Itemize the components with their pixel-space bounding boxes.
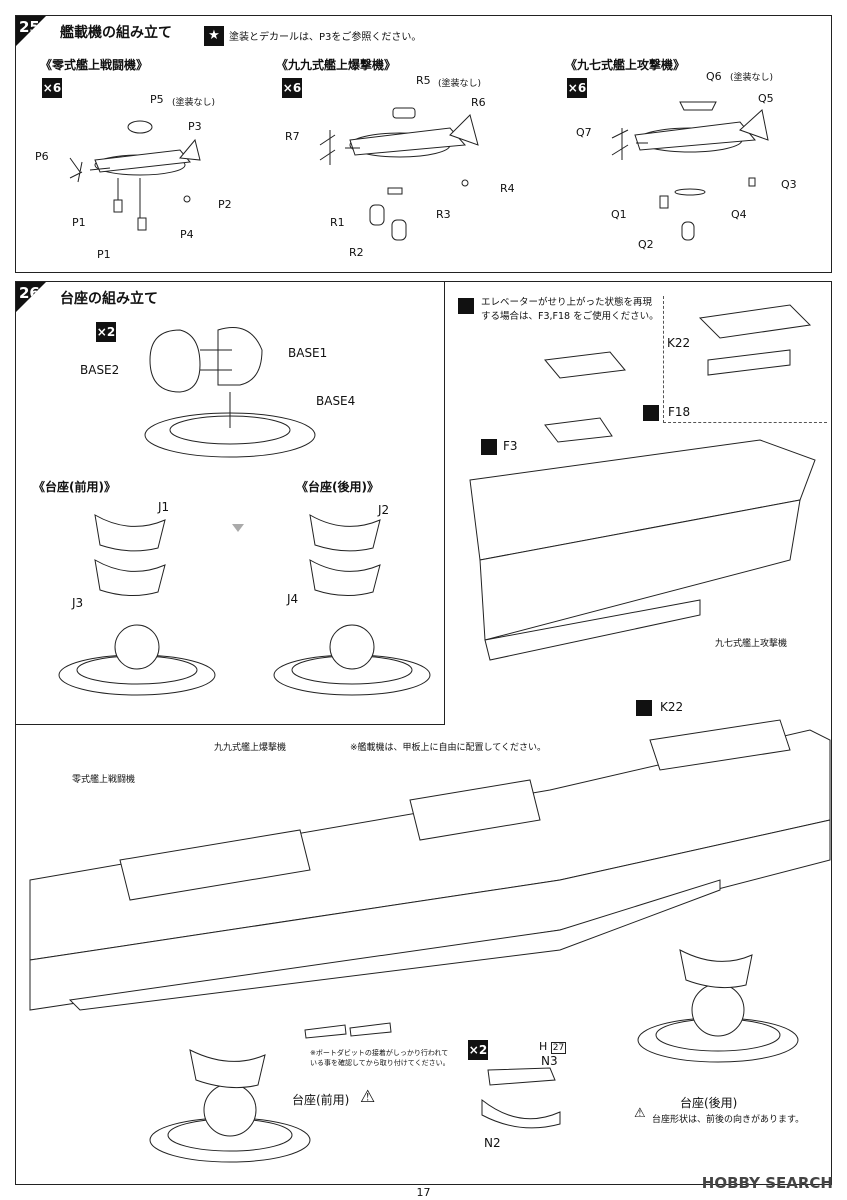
rear-base-note: 台座形状は、前後の向きがあります。: [652, 1115, 805, 1125]
label-p4: P4: [180, 228, 194, 241]
label-base1: BASE1: [288, 346, 328, 360]
label-q4: Q4: [731, 208, 747, 221]
group1-title: 《零式艦上戦闘機》: [40, 58, 149, 72]
step25-title: 艦載機の組み立て: [60, 25, 172, 41]
step25-panel: 25 艦載機の組み立て ★ 塗装とデカールは、P3をご参照ください。: [15, 15, 832, 273]
group1-qty: ×6: [42, 78, 62, 98]
label-h-box: 27: [550, 1042, 567, 1054]
k22-lower-icon: [636, 700, 652, 716]
label-h-letter: H: [539, 1040, 548, 1053]
label-r5-note: (塗装なし): [438, 79, 482, 89]
label-r5: R5: [416, 74, 431, 87]
placement-note: ※艦載機は、甲板上に自由に配置してください。: [350, 743, 547, 753]
label-f18: F18: [668, 405, 691, 419]
elevator-inset: [663, 296, 827, 423]
base-qty: ×2: [96, 322, 116, 342]
label-q1: Q1: [611, 208, 627, 221]
label-n2: N2: [484, 1136, 501, 1150]
label-r7: R7: [285, 130, 300, 143]
label-p1a: P1: [72, 216, 86, 229]
step26-subpanel: [15, 281, 445, 725]
label-r2: R2: [349, 246, 364, 259]
group2-qty: ×6: [282, 78, 302, 98]
type97-label: 九七式艦上攻撃機: [715, 639, 788, 649]
rear-base-title: 《台座(後用)》: [296, 480, 379, 494]
step25-number: 25: [16, 16, 46, 46]
label-j4: J4: [287, 592, 299, 606]
label-q3: Q3: [781, 178, 797, 191]
f18-icon: [643, 405, 659, 421]
label-p3: P3: [188, 120, 202, 133]
warning-icon-rear: ⚠: [634, 1106, 646, 1121]
type99-label: 九九式艦上爆撃機: [214, 743, 287, 753]
label-p2: P2: [218, 198, 232, 211]
label-q5: Q5: [758, 92, 774, 105]
f3-icon: [481, 439, 497, 455]
label-r3: R3: [436, 208, 451, 221]
label-q6-note: (塗装なし): [730, 73, 774, 83]
page-number: 17: [416, 1186, 431, 1199]
watermark: HOBBY SEARCH: [701, 1174, 833, 1192]
front-base-label: 台座(前用): [292, 1093, 350, 1107]
step26-title: 台座の組み立て: [60, 291, 158, 307]
boat-note: ※ボートダビットの接着がしっかり行われている事を確認してから取り付けてください。: [310, 1049, 450, 1067]
group3-qty: ×6: [567, 78, 587, 98]
label-k22-top: K22: [667, 336, 691, 350]
group2-title: 《九九式艦上爆撃機》: [276, 58, 397, 72]
label-r1: R1: [330, 216, 345, 229]
group3-title: 《九七式艦上攻撃機》: [565, 58, 686, 72]
warning-icon-front: ⚠: [360, 1087, 376, 1107]
zero-label: 零式艦上戦闘機: [72, 775, 136, 785]
label-k22-lower: K22: [660, 700, 684, 714]
label-q6: Q6: [706, 70, 722, 83]
elevator-note-icon: [458, 298, 474, 314]
label-q7: Q7: [576, 126, 592, 139]
label-p6: P6: [35, 150, 49, 163]
front-base-title: 《台座(前用)》: [33, 480, 116, 494]
step26-panel: [15, 281, 832, 1185]
label-r4: R4: [500, 182, 515, 195]
boat-qty: ×2: [468, 1040, 488, 1060]
label-base2: BASE2: [80, 363, 120, 377]
label-f3: F3: [503, 439, 518, 453]
label-base4: BASE4: [316, 394, 356, 408]
label-j3: J3: [72, 596, 84, 610]
label-p1b: P1: [97, 248, 111, 261]
label-n3: N3: [541, 1054, 558, 1068]
label-j1: J1: [158, 500, 170, 514]
label-q2: Q2: [638, 238, 654, 251]
step25-paint-note: 塗装とデカールは、P3をご参照ください。: [229, 32, 422, 43]
label-j2: J2: [378, 503, 390, 517]
star-icon: ★: [204, 26, 224, 46]
label-h: H 27: [539, 1040, 567, 1054]
rear-base-label: 台座(後用): [680, 1096, 738, 1110]
elevator-note: エレベーターがせり上がった状態を再現する場合は、F3,F18 をご使用ください。: [481, 297, 659, 322]
label-p5-note: (塗装なし): [172, 98, 216, 108]
label-r6: R6: [471, 96, 486, 109]
label-p5: P5: [150, 93, 164, 106]
